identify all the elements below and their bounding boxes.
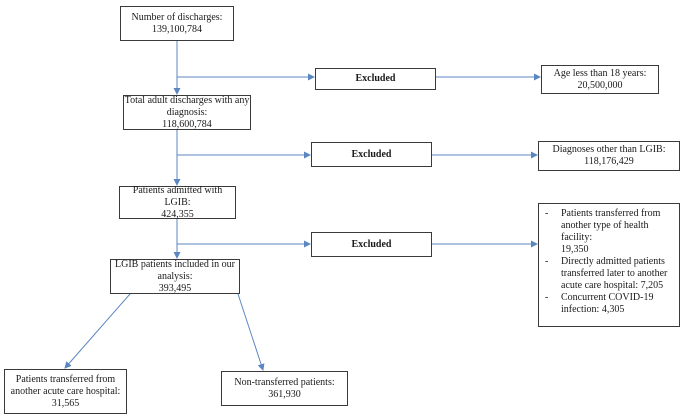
- box-exclusion-age: Age less than 18 years: 20,500,000: [541, 65, 659, 94]
- box-label: Age less than 18 years:: [553, 67, 647, 79]
- box-label: Number of discharges:: [131, 11, 223, 23]
- exclusion-reasons-list: Patients transferred from another type o…: [545, 208, 675, 316]
- box-lgib-admitted: Patients admitted with LGIB: 424,355: [119, 184, 236, 220]
- box-exclusion-list: Patients transferred from another type o…: [538, 203, 680, 327]
- box-value: 139,100,784: [152, 23, 202, 35]
- box-exclusion-diagnoses: Diagnoses other than LGIB: 118,176,429: [538, 141, 680, 171]
- box-value: 393,495: [158, 282, 192, 294]
- box-adult-discharges: Total adult discharges with any diagnosi…: [123, 95, 251, 130]
- box-value: 424,355: [161, 208, 194, 220]
- box-value: 361,930: [268, 388, 301, 400]
- box-label: Non-transferred patients:: [234, 376, 335, 388]
- box-excluded-3: Excluded: [311, 232, 432, 257]
- box-value: 118,176,429: [584, 156, 634, 167]
- list-item: Concurrent COVID-19 infection: 4,305: [545, 292, 675, 316]
- box-label: Patients transferred from another acute …: [10, 373, 121, 397]
- box-label: LGIB patients included in our analysis:: [115, 258, 235, 282]
- box-number-of-discharges: Number of discharges: 139,100,784: [120, 6, 234, 41]
- box-non-transferred-patients: Non-transferred patients: 361,930: [221, 371, 348, 406]
- box-transferred-patients: Patients transferred from another acute …: [4, 369, 127, 414]
- arrow-to-transferred: [64, 293, 131, 369]
- box-label: Total adult discharges with any diagnosi…: [124, 94, 250, 118]
- box-label: Patients admitted with LGIB:: [132, 184, 223, 208]
- box-lgib-included: LGIB patients included in our analysis: …: [110, 259, 240, 294]
- box-value: 31,565: [51, 397, 80, 409]
- list-item: Directly admitted patients transferred l…: [545, 256, 675, 292]
- box-value: 20,500,000: [577, 79, 623, 91]
- box-label: Diagnoses other than LGIB:: [552, 144, 666, 155]
- list-item: Patients transferred from another type o…: [545, 208, 675, 256]
- box-excluded-1: Excluded: [315, 68, 436, 90]
- arrow-to-non-transferred: [237, 293, 265, 371]
- box-excluded-2: Excluded: [311, 142, 432, 167]
- box-value: 118,600,784: [162, 118, 212, 130]
